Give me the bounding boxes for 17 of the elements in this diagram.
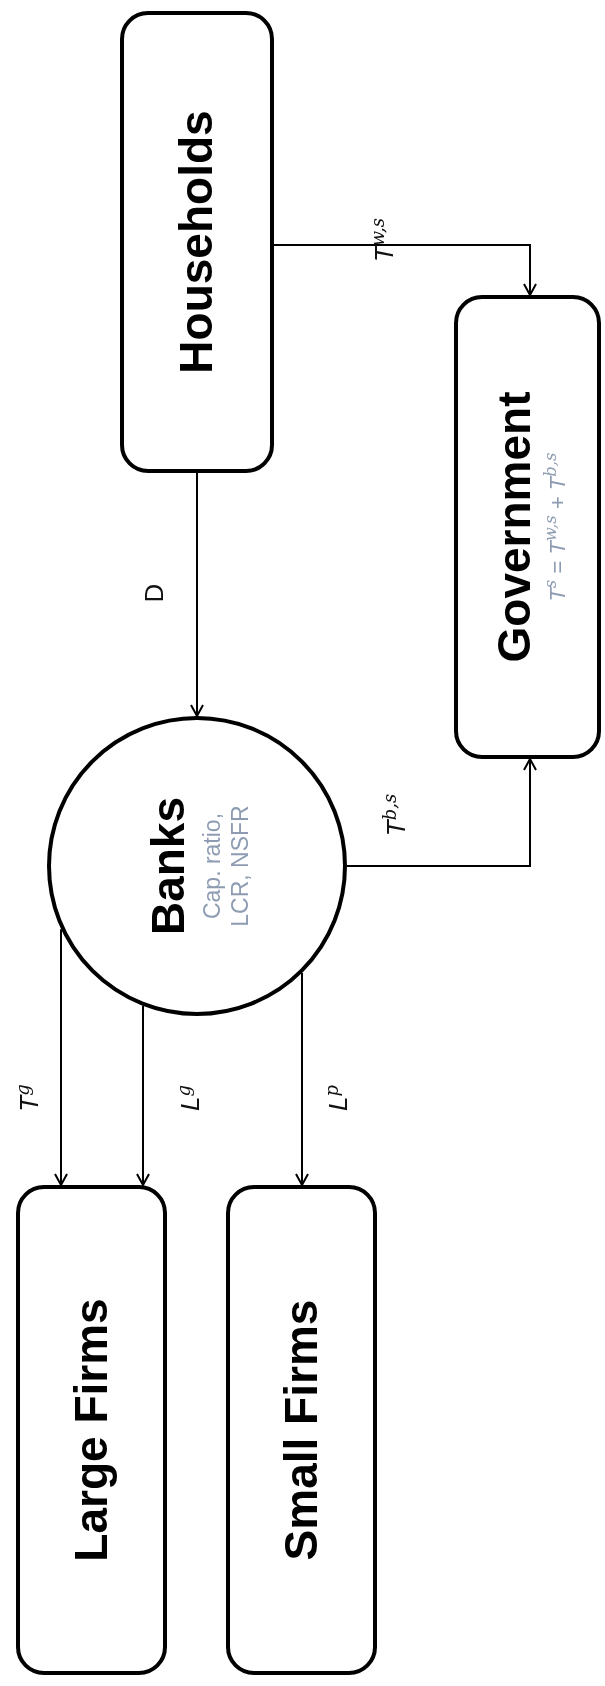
rounded-box [16,1185,167,1675]
rounded-box [226,1185,377,1675]
node-title: Small Firms [273,1299,328,1561]
rounded-box [120,11,274,473]
arrow [190,472,204,717]
node-subtitle: Cap. ratio, LCR, NSFR [197,804,254,929]
arrow [54,928,68,1186]
arrow [273,244,537,296]
node-title: Households [169,110,224,374]
node-title: Banks [140,796,195,936]
edge-label: D [141,583,167,603]
node-title: Large Firms [63,1298,118,1562]
arrow [136,1004,150,1186]
rounded-box [454,295,601,759]
arrow [346,758,537,867]
node-title: Government [486,391,540,663]
arrow [295,972,309,1186]
